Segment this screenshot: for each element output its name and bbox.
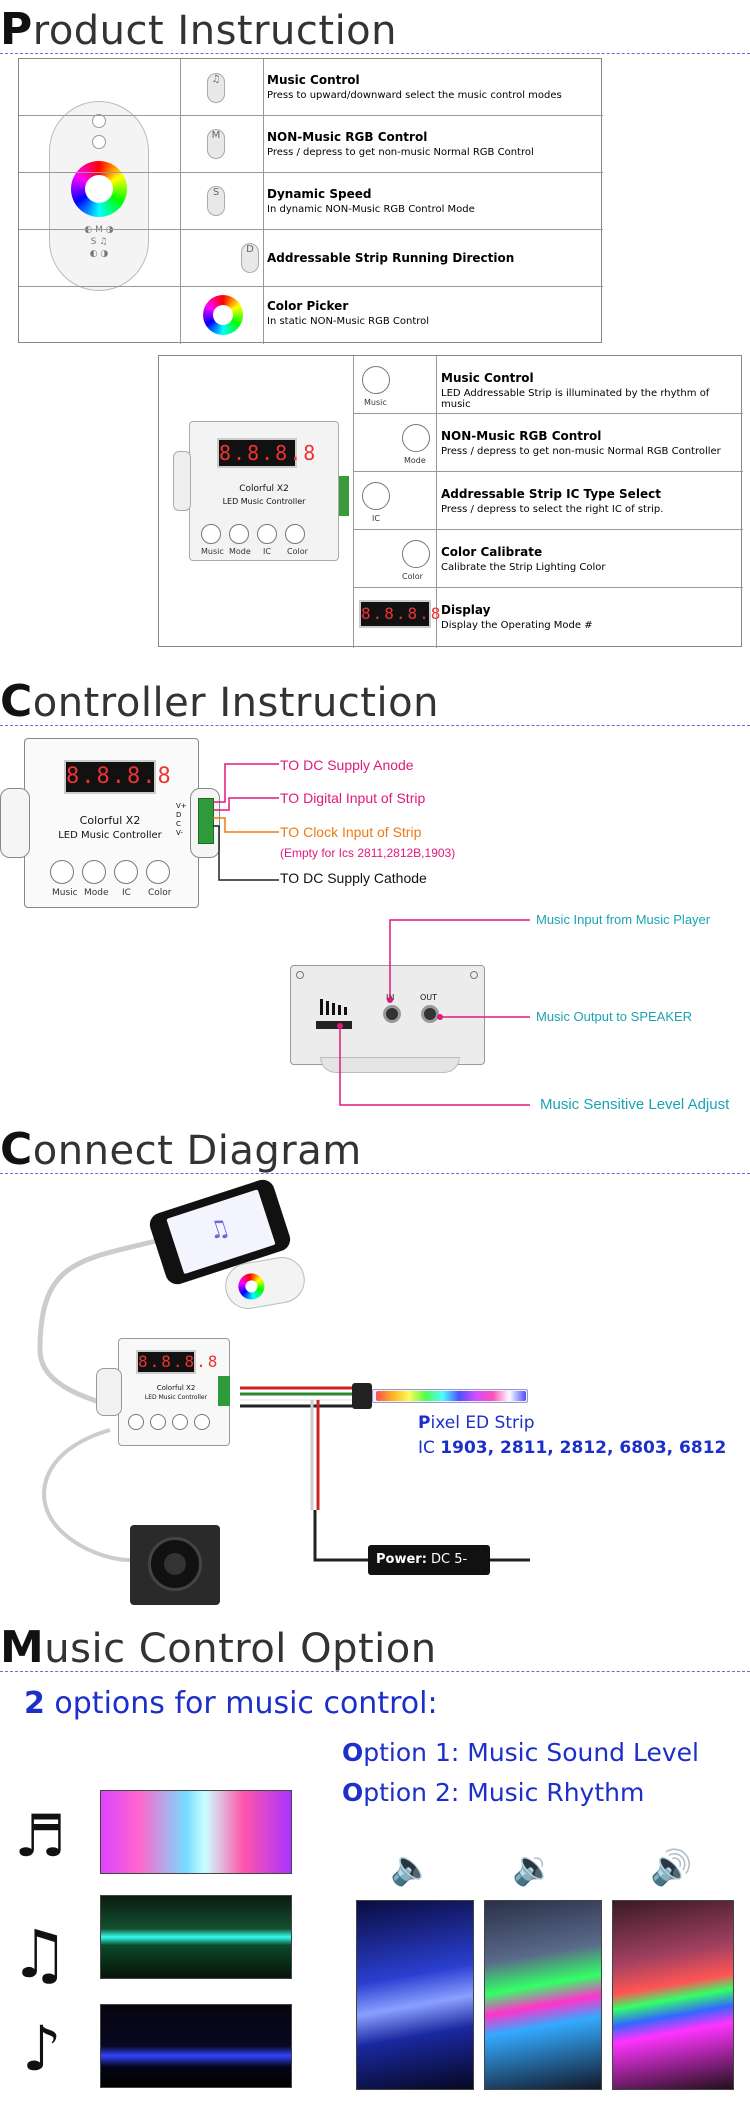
- section-title-music: Music Control Option: [0, 1622, 437, 1673]
- device-name: Colorful X2: [239, 484, 289, 494]
- ic-button-icon: [362, 482, 390, 510]
- strip-label-2: IC 1903, 2811, 2812, 6803, 6812: [418, 1438, 727, 1458]
- section-title-product: Product Instruction: [0, 4, 398, 55]
- controller-table: 8.8.8.8 Colorful X2 LED Music Controller…: [158, 355, 743, 648]
- divider: [0, 1173, 750, 1174]
- pixel-strip-leds: [376, 1391, 526, 1401]
- connect-wires: [37, 1237, 530, 1562]
- speaker: [130, 1525, 220, 1605]
- display-icon: 8.8.8.8: [359, 600, 440, 628]
- device-subtitle: LED Music Controller: [222, 497, 306, 506]
- volume-low-icon: 🔈: [390, 1848, 433, 1888]
- wire-data-label: TO Digital Input of Strip: [280, 790, 426, 806]
- quarter-note-icon: ♪: [22, 2012, 62, 2085]
- rhythm-photo-3: [100, 2004, 292, 2088]
- mode-key-icon: M: [207, 129, 225, 159]
- music-input-label: Music Input from Music Player: [536, 912, 711, 927]
- wire-anode-label: TO DC Supply Anode: [280, 757, 414, 773]
- led-display: 8.8.8.8: [217, 438, 315, 468]
- controller-connect: 8.8.8.8 Colorful X2 LED Music Controller: [96, 1338, 236, 1446]
- divider: [0, 1671, 750, 1672]
- sixteenth-note-icon: ♬: [14, 1802, 66, 1870]
- connector: [352, 1383, 372, 1409]
- remote-image: ◐ M ◑S ♫◐ ◑: [19, 59, 181, 344]
- options-heading: 2 options for music control:: [24, 1686, 438, 1721]
- color-button-icon: [402, 540, 430, 568]
- sound-level-photo-3: [612, 1900, 734, 2090]
- wire-cathode-label: TO DC Supply Cathode: [280, 870, 427, 886]
- divider: [0, 53, 750, 54]
- wire-clock-label: TO Clock Input of Strip: [280, 824, 422, 840]
- section-title-connect: Connect Diagram: [0, 1124, 362, 1175]
- wiring-lines: [213, 763, 279, 881]
- wire-clock-note: (Empty for Ics 2811,2812B,1903): [280, 846, 456, 860]
- section-title-controller: Controller Instruction: [0, 676, 439, 727]
- rhythm-photo-2: [100, 1895, 292, 1979]
- eighth-notes-icon: ♫: [10, 1916, 70, 1993]
- controller-device: 8.8.8.8 Colorful X2 LED Music Controller…: [0, 738, 220, 908]
- music-button-icon: [362, 366, 390, 394]
- sound-level-photo-1: [356, 1900, 474, 2090]
- music-output-label: Music Output to SPEAKER: [536, 1009, 693, 1024]
- strip-label-1: Pixel ED Strip: [418, 1413, 535, 1433]
- power-supply: Power: DC 5-24V: [368, 1545, 490, 1597]
- audio-lines: [337, 919, 530, 1106]
- direction-key-icon: D: [241, 243, 259, 273]
- controller-image: 8.8.8.8 Colorful X2 LED Music Controller…: [159, 356, 354, 648]
- remote-row-4: Addressable Strip Running Direction: [267, 251, 515, 265]
- volume-medium-icon: 🔉: [512, 1848, 555, 1888]
- option-2: Option 2: Music Rhythm: [342, 1778, 645, 1807]
- level-adjust-label: Music Sensitive Level Adjust: [540, 1096, 730, 1113]
- option-1: Option 1: Music Sound Level: [342, 1738, 699, 1767]
- rhythm-photo-1: [100, 1790, 292, 1874]
- speed-key-icon: S: [207, 186, 225, 216]
- volume-high-icon: 🔊: [650, 1848, 693, 1888]
- sound-level-photo-2: [484, 1900, 602, 2090]
- music-key-icon: ♫: [207, 73, 225, 103]
- divider: [0, 725, 750, 726]
- controller-side-view: IN OUT: [290, 965, 485, 1073]
- mode-button-icon: [402, 424, 430, 452]
